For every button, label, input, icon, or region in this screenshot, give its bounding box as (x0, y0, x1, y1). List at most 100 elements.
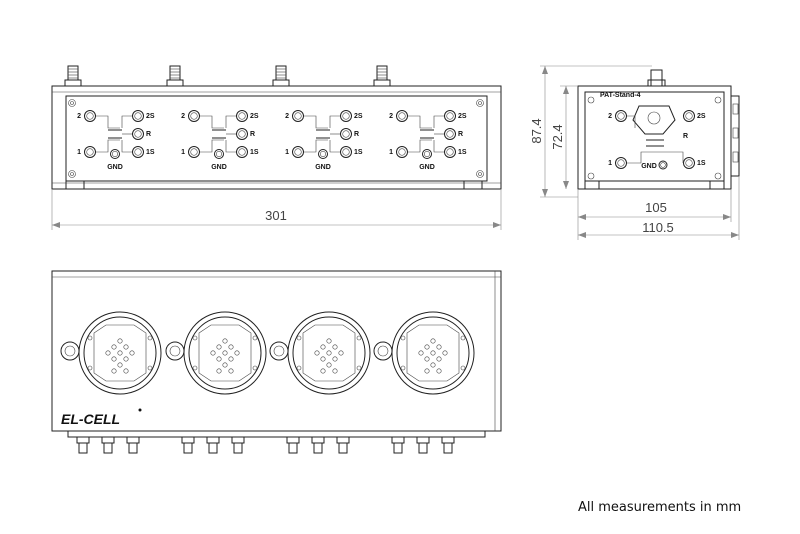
label-r: R (354, 131, 359, 138)
front-top-connector (64, 65, 82, 87)
channel-group: 2 2S R 1 1S GND (389, 110, 467, 171)
terminal-jack (132, 110, 144, 122)
label-gnd: GND (315, 164, 331, 171)
terminal-jack (615, 110, 627, 122)
terminal-jack (84, 110, 96, 122)
label-1: 1 (77, 149, 81, 156)
label-r: R (683, 133, 688, 140)
label-2: 2 (608, 113, 612, 120)
side-panel (584, 91, 725, 182)
dimension-110-5-label: 110.5 (642, 220, 674, 235)
terminal-jack (396, 110, 408, 122)
front-foot-right (463, 180, 483, 190)
rear-connector (441, 436, 455, 454)
label-gnd: GND (107, 164, 123, 171)
cell-holder (165, 311, 267, 395)
terminal-jack (683, 157, 695, 169)
front-top-connector (166, 65, 184, 87)
label-1s: 1S (458, 149, 467, 156)
label-2s: 2S (354, 113, 363, 120)
measurement-note: All measurements in mm (578, 500, 742, 515)
label-1: 1 (181, 149, 185, 156)
label-2s: 2S (458, 113, 467, 120)
front-panel (65, 95, 488, 182)
label-r: R (458, 131, 463, 138)
top-view: EL-CELL (51, 270, 502, 454)
label-1s: 1S (697, 160, 706, 167)
side-connector-block (730, 95, 740, 177)
dimension-105-label: 105 (645, 200, 667, 215)
terminal-jack (340, 128, 352, 140)
terminal-jack (292, 110, 304, 122)
terminal-jack (444, 110, 456, 122)
dimension-side-height: 87.4 72.4 (529, 65, 652, 198)
label-1s: 1S (146, 149, 155, 156)
terminal-jack (444, 128, 456, 140)
terminal-jack (340, 146, 352, 158)
rear-connector (126, 436, 140, 454)
terminal-jack (422, 149, 432, 159)
rear-connector (336, 436, 350, 454)
dimension-301-label: 301 (265, 208, 287, 223)
side-view: PAT-Stand-4 2 2S R 1 1S GND (577, 69, 740, 190)
side-body-outline (577, 85, 732, 190)
terminal-jack (132, 128, 144, 140)
label-2: 2 (389, 113, 393, 120)
label-gnd: GND (419, 164, 435, 171)
top-rear-strip (67, 430, 486, 438)
rear-connector (416, 436, 430, 454)
terminal-jack (132, 146, 144, 158)
label-2s: 2S (250, 113, 259, 120)
rear-connector (76, 436, 90, 454)
brand-logo: EL-CELL (61, 411, 120, 427)
panel-screw (68, 99, 76, 107)
dimension-72-4-label: 72.4 (550, 124, 565, 149)
terminal-jack (396, 146, 408, 158)
terminal-jack (444, 146, 456, 158)
label-2: 2 (181, 113, 185, 120)
label-1: 1 (389, 149, 393, 156)
terminal-jack (84, 146, 96, 158)
label-gnd: GND (211, 164, 227, 171)
channel-group: 2 2S R 1 1S GND (77, 110, 155, 171)
label-2s: 2S (146, 113, 155, 120)
label-2: 2 (77, 113, 81, 120)
label-gnd: GND (641, 163, 657, 170)
terminal-jack (188, 146, 200, 158)
terminal-jack (340, 110, 352, 122)
panel-screw (476, 99, 484, 107)
cell-holder (269, 311, 371, 395)
terminal-jack (318, 149, 328, 159)
label-1: 1 (608, 160, 612, 167)
dimension-front-width: 301 (51, 189, 502, 230)
terminal-jack (188, 110, 200, 122)
rear-connector (286, 436, 300, 454)
label-1s: 1S (354, 149, 363, 156)
terminal-jack (615, 157, 627, 169)
label-r: R (146, 131, 151, 138)
label-2s: 2S (697, 113, 706, 120)
rear-connector (311, 436, 325, 454)
panel-screw (476, 170, 484, 178)
terminal-jack (292, 146, 304, 158)
side-channel-group: 2 2S R 1 1S GND (608, 105, 706, 170)
terminal-jack (236, 128, 248, 140)
front-top-connector (373, 65, 391, 87)
rear-connector (101, 436, 115, 454)
side-model-label: PAT-Stand-4 (600, 92, 641, 99)
dimension-side-width: 105 110.5 (577, 176, 740, 240)
rear-connector (231, 436, 245, 454)
panel-screw (68, 170, 76, 178)
rear-connector (181, 436, 195, 454)
terminal-jack (110, 149, 120, 159)
terminal-jack (236, 146, 248, 158)
terminal-jack (214, 149, 224, 159)
label-1s: 1S (250, 149, 259, 156)
cell-holder (373, 311, 475, 395)
cell-holder (60, 311, 162, 395)
